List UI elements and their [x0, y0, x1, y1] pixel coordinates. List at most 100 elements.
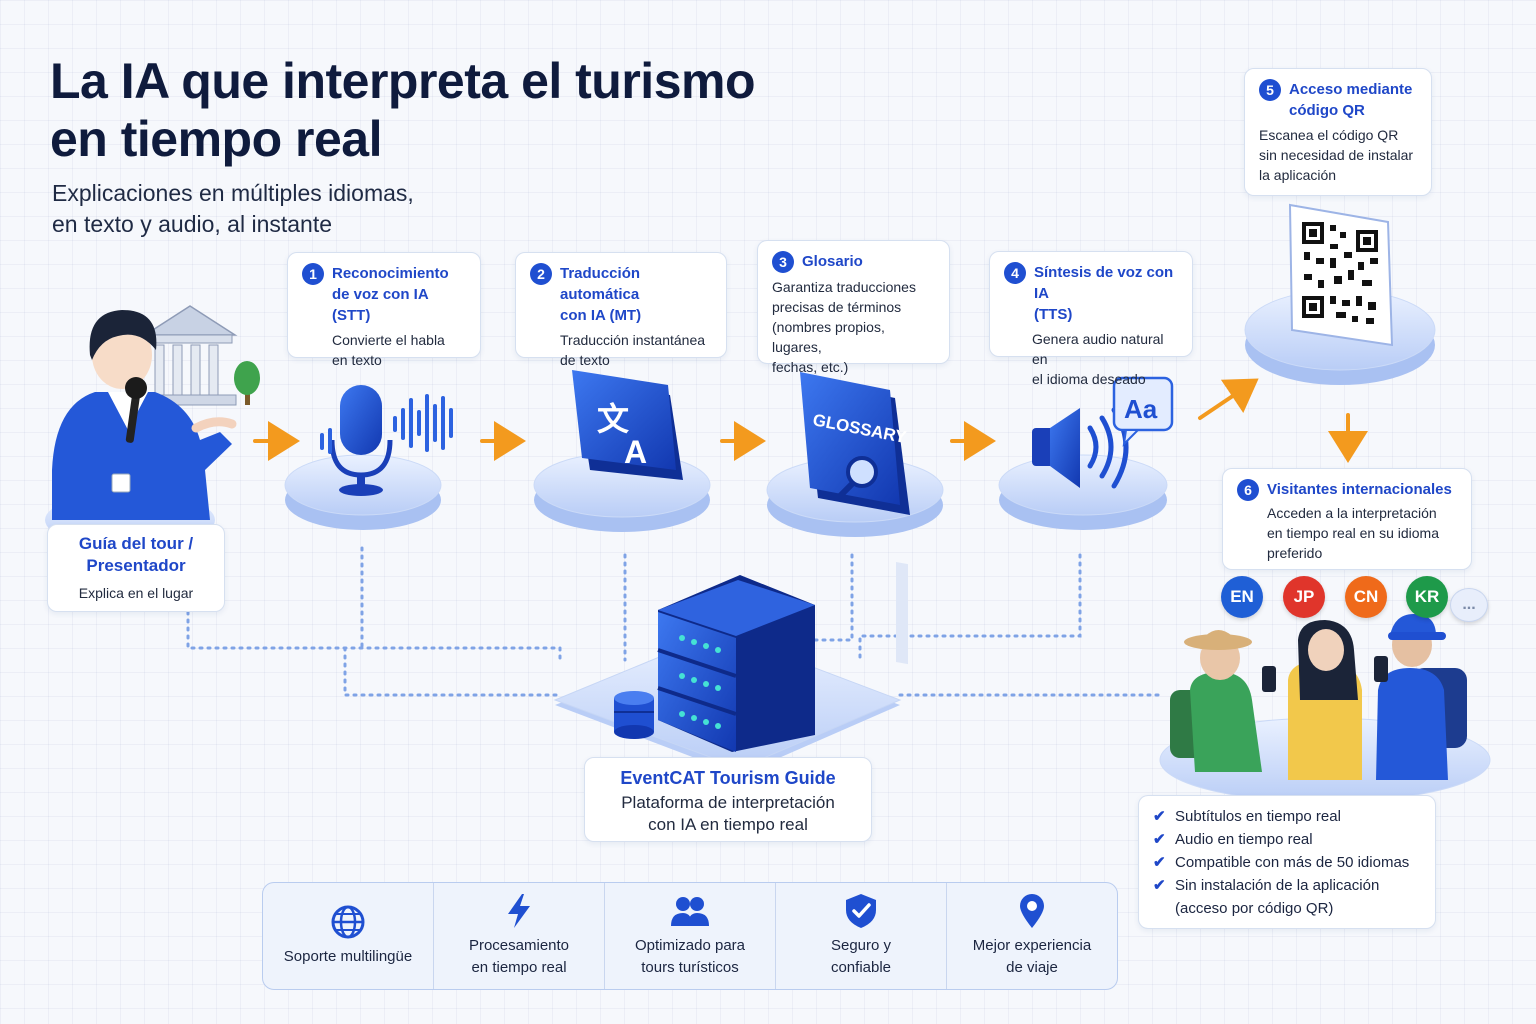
step-6-desc-line-2: en tiempo real en su idioma: [1267, 525, 1439, 541]
platform-card: EventCAT Tourism Guide Plataforma de int…: [584, 757, 872, 842]
step-2-desc-line-1: Traducción instantánea: [560, 332, 706, 348]
visitor-1: [1170, 630, 1276, 772]
benefit-text: Sin instalación de la aplicación: [1175, 877, 1380, 894]
magnifier-icon: [846, 456, 878, 488]
step-6-card: 6 Visitantes internacionales Acceden a l…: [1222, 468, 1472, 570]
benefit-item: ✔Compatible con más de 50 idiomas: [1153, 851, 1421, 874]
speaker-icon: [1032, 407, 1129, 489]
step-2-card: 2 Traducción automática con IA (MT) Trad…: [515, 252, 727, 368]
step-5-title-line-2: código QR: [1289, 102, 1365, 119]
location-pin-icon: [1018, 893, 1046, 929]
glossary-pod: GLOSSARY: [766, 372, 944, 665]
tts-pod: Aa: [998, 376, 1174, 530]
benefit-text: Subtítulos en tiempo real: [1175, 808, 1341, 825]
feature-label-line-2: confiable: [830, 959, 892, 976]
benefit-text: Audio en tiempo real: [1175, 831, 1313, 848]
feature-label-line-1: Mejor experiencia: [972, 937, 1092, 954]
qr-pod: [1244, 203, 1436, 385]
step-4-title-line-1: Síntesis de voz con IA: [1034, 264, 1174, 302]
language-badge-jp: JP: [1283, 576, 1325, 618]
arrow-5: [1198, 378, 1259, 420]
text-bubble-icon: Aa: [1112, 376, 1174, 447]
benefit-item-continuation: (acceso por código QR): [1153, 897, 1421, 920]
title-line-1: La IA que interpreta el turismo: [50, 53, 756, 109]
step-5-card: 5 Acceso mediante código QR Escanea el c…: [1244, 68, 1432, 196]
benefit-item: ✔ Sin instalación de la aplicación: [1153, 874, 1421, 897]
step-3-desc-line-1: Garantiza traducciones: [772, 279, 916, 295]
title-line-2: en tiempo real: [50, 111, 383, 167]
step-6-desc-line-1: Acceden a la interpretación: [1267, 505, 1437, 521]
page-title: La IA que interpreta el turismo en tiemp…: [50, 52, 756, 168]
guide-card: Guía del tour / Presentador Explica en e…: [47, 524, 225, 612]
subtitle-line-1: Explicaciones en múltiples idiomas,: [52, 180, 414, 206]
step-5-desc-line-1: Escanea el código QR: [1259, 127, 1399, 143]
lightning-icon: [503, 893, 535, 929]
step-2-title-line-1: Traducción automática: [560, 265, 641, 303]
platform-name: EventCAT Tourism Guide: [620, 768, 836, 788]
server-platform: [553, 575, 902, 775]
guide-desc: Explica en el lugar: [78, 585, 194, 601]
benefit-item: ✔Audio en tiempo real: [1153, 828, 1421, 851]
step-5-number: 5: [1259, 79, 1281, 101]
microphone-icon: [329, 385, 393, 496]
step-4-number: 4: [1004, 262, 1026, 284]
visitors-illustration: [1159, 614, 1491, 803]
translate-icon: 文 A: [572, 370, 683, 480]
server-stack-icon: [657, 575, 815, 752]
museum-building-icon: [142, 305, 238, 406]
visitor-3: [1374, 614, 1467, 780]
step-1-number: 1: [302, 263, 324, 285]
check-icon: ✔: [1153, 854, 1166, 871]
feature-secure: Seguro y confiable: [776, 883, 947, 989]
benefit-item: ✔ Subtítulos en tiempo real: [1153, 805, 1421, 828]
step-5-title-line-1: Acceso mediante: [1289, 81, 1413, 98]
step-4-desc-line-1: Genera audio natural en: [1032, 331, 1164, 367]
more-languages-bubble: ...: [1450, 588, 1488, 622]
step-6-number: 6: [1237, 479, 1259, 501]
step-6-desc-line-3: preferido: [1267, 545, 1323, 561]
guide-title-line-2: Presentador: [86, 556, 186, 575]
sound-wave-icon: [320, 394, 453, 454]
feature-multilingual: Soporte multilingüe: [263, 883, 434, 989]
step-2-desc-line-2: de texto: [560, 352, 610, 368]
benefits-card: ✔Subtítulos en tiempo real ✔Audio en tie…: [1138, 795, 1436, 929]
feature-label-line-1: Procesamiento: [468, 937, 570, 954]
guide-title-line-1: Guía del tour /: [78, 534, 194, 553]
step-1-desc-line-1: Convierte el habla: [332, 332, 445, 348]
step-2-title-line-2: con IA (MT): [560, 307, 642, 324]
qr-code-icon: [1288, 203, 1394, 347]
check-icon: ✔: [1153, 808, 1166, 825]
feature-label-line-2: de viaje: [1006, 959, 1058, 976]
step-1-desc-line-2: en texto: [332, 352, 382, 368]
language-badge-cn: CN: [1345, 576, 1387, 618]
feature-label-line-2: tours turísticos: [641, 959, 739, 976]
benefits-list: ✔Subtítulos en tiempo real ✔Audio en tie…: [1153, 805, 1421, 920]
check-icon: ✔: [1153, 877, 1166, 894]
subtitle-line-2: en texto y audio, al instante: [52, 211, 333, 237]
step-3-desc-line-4: fechas, etc.): [772, 359, 849, 375]
stt-pod: [284, 385, 453, 530]
feature-label-line-1: Soporte multilingüe: [283, 948, 413, 965]
step-1-title-line-2: de voz con IA (STT): [332, 286, 429, 324]
tour-guide-illustration: [45, 305, 260, 548]
shield-check-icon: [844, 893, 878, 929]
step-5-desc-line-2: sin necesidad de instalar: [1259, 147, 1414, 163]
visitor-2: [1288, 620, 1362, 780]
feature-travel-experience: Mejor experiencia de viaje: [947, 883, 1117, 989]
feature-label-line-1: Seguro y: [830, 937, 892, 954]
step-4-card: 4 Síntesis de voz con IA (TTS) Genera au…: [989, 251, 1193, 387]
step-3-number: 3: [772, 251, 794, 273]
tts-bubble-label: Aa: [1124, 394, 1158, 424]
step-4-title-line-2: (TTS): [1034, 306, 1073, 323]
tree-icon: [234, 361, 260, 405]
globe-icon: [330, 904, 366, 940]
language-badge-kr: KR: [1406, 576, 1448, 618]
svg-text:文: 文: [597, 401, 629, 437]
mt-pod: 文 A: [533, 370, 711, 532]
step-1-card: 1 Reconocimiento de voz con IA (STT) Con…: [287, 252, 481, 368]
users-icon: [670, 893, 710, 929]
